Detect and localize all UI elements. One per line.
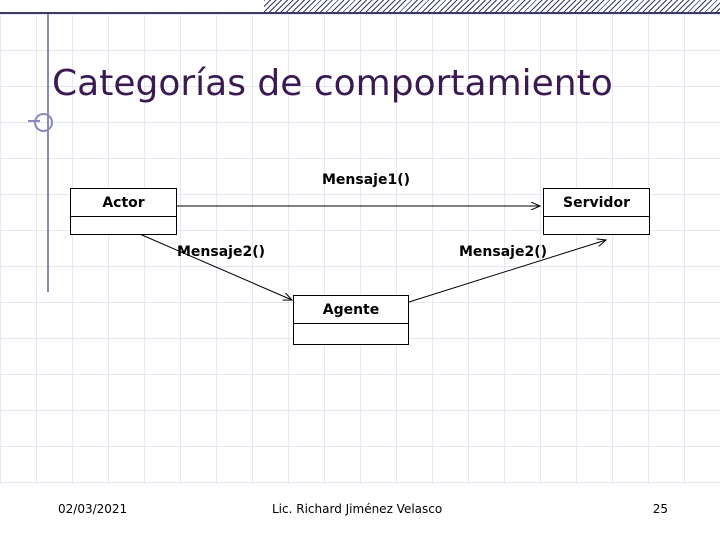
top-rule-divider [0,12,720,14]
left-accent-bar [47,14,49,292]
node-agente-label: Agente [294,296,408,324]
edge-label-mensaje2-actor-agente: Mensaje2() [177,244,266,260]
page-title: Categorías de comportamiento [52,63,613,104]
node-agente[interactable]: Agente [293,295,409,345]
edge-label-mensaje2-agente-servidor: Mensaje2() [459,244,548,260]
footer-date: 02/03/2021 [58,502,128,516]
node-servidor-label: Servidor [544,189,649,217]
footer-author: Lic. Richard Jiménez Velasco [272,502,443,516]
footer-page-number: 25 [652,502,668,516]
bullet-dash-icon [28,120,40,122]
edge-label-mensaje1: Mensaje1() [322,172,411,188]
top-hatched-band [264,0,720,12]
node-servidor[interactable]: Servidor [543,188,650,235]
node-actor-label: Actor [71,189,176,217]
bullet-circle-icon [34,113,53,132]
node-actor[interactable]: Actor [70,188,177,235]
